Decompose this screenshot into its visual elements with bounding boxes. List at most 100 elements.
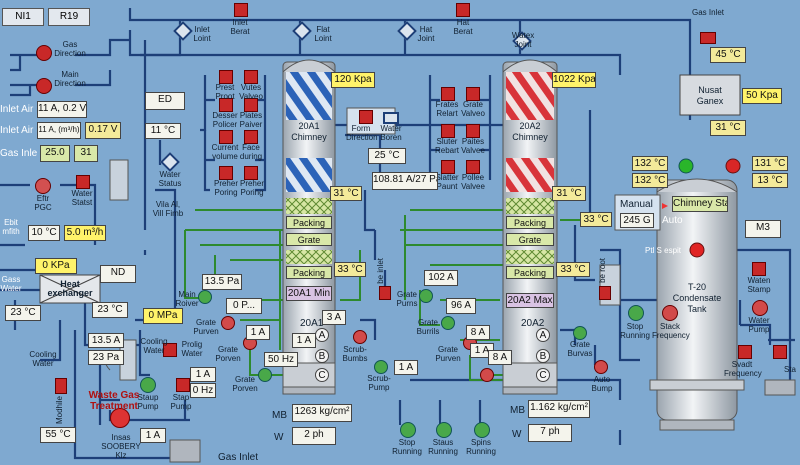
auto-bump-label: Auto Bump [591, 375, 613, 393]
sluter-rebart-valve-icon[interactable] [441, 124, 455, 138]
stop-running-2-pump-icon[interactable] [628, 305, 644, 321]
vutes-valveo-valve-icon[interactable] [244, 70, 258, 84]
ebit-flow: 5.0 m³/h [64, 225, 106, 241]
grate-burvas-label: Grate Burvas [567, 340, 593, 358]
piates-paiver-valve-icon[interactable] [244, 98, 258, 112]
grate-purns-pump-icon[interactable] [419, 289, 433, 303]
chimney-stack[interactable]: Chimney Stack [672, 196, 728, 212]
col2-packing-1: Packing [506, 216, 554, 229]
waten-stamp-valve-icon[interactable] [752, 262, 766, 276]
col1-top-pressure: 120 Kpa [331, 72, 375, 88]
staus-running-pump-icon[interactable] [436, 422, 452, 438]
modhile-valve-icon[interactable] [55, 378, 67, 394]
grate-valveo-valve-icon[interactable] [466, 87, 480, 101]
grate-purns-label: Grate Purns [396, 290, 418, 308]
right-temp-33: 33 °C [580, 212, 612, 227]
svadt-frequency-valve-icon[interactable] [738, 345, 752, 359]
auto-bump-pump-icon[interactable] [594, 360, 608, 374]
spins-running-pump-icon[interactable] [474, 422, 490, 438]
col2-stage-b: B [536, 349, 550, 363]
tank-label: T-20 Condensate Tank [672, 282, 722, 314]
water-statst-valve-icon[interactable] [76, 175, 90, 189]
current-1a: 1 A [190, 367, 216, 382]
grate-purven-pump-icon[interactable] [221, 316, 235, 330]
gas-inlet-bottom-label: Gas Inlet [218, 452, 259, 463]
status-lamp-red-icon [725, 158, 741, 174]
preher-poring-valve-icon[interactable] [219, 166, 233, 180]
col1-1a-b: 1 A [292, 333, 316, 348]
current-volume-label: Current volume [211, 143, 239, 161]
pollee-valvee-valve-icon[interactable] [466, 160, 480, 174]
inlet-air-2-value: 11 A, (m³/h) [37, 122, 81, 139]
waste-gas-treatment-icon[interactable] [110, 408, 130, 428]
current-13-5a: 13.5 A [88, 333, 124, 348]
stack-frequency-pump-icon[interactable] [662, 305, 678, 321]
right-temp-132a: 132 °C [632, 156, 668, 171]
main-roiver-pump-icon[interactable] [198, 290, 212, 304]
ed-tag: ED [145, 92, 185, 110]
manual-value: 245 G [620, 213, 654, 228]
staup-pump-icon[interactable] [140, 377, 156, 393]
he-temp-left: 23 °C [5, 305, 41, 321]
water-pump-icon[interactable] [752, 300, 768, 316]
gas-inle-label: Gas Inle [0, 148, 38, 159]
face-during-valve-icon[interactable] [244, 130, 258, 144]
col2-body-label: 20A2 [521, 318, 545, 329]
col2-mb-value: 1.162 kg/cm² [528, 400, 590, 418]
water-pump-label: Water Pump [748, 316, 770, 334]
scrub-pump-icon[interactable] [374, 360, 388, 374]
vila-al-label: Vila Al, Vill Fimb [152, 200, 184, 218]
prest-proot-valve-icon[interactable] [219, 70, 233, 84]
paites-valvee-valve-icon[interactable] [466, 124, 480, 138]
be-inlet-valve-icon[interactable] [379, 286, 391, 300]
stap-pump-valve-icon[interactable] [176, 378, 190, 392]
col1-13-5pa: 13.5 Pa [202, 274, 242, 290]
frates-relart-valve-icon[interactable] [441, 87, 455, 101]
main-roiver-label: Main Roiver [175, 290, 199, 308]
zero-mpa: 0 MPa [143, 308, 183, 324]
status-lamp-green-icon [678, 158, 694, 174]
gas-direction-valve-icon[interactable] [36, 45, 52, 61]
heat-exchanger-shape [39, 274, 101, 304]
stop-running-pump-icon[interactable] [400, 422, 416, 438]
slatter-paunt-label: Slatter Paunt [435, 173, 459, 191]
prolig-water-valve-icon[interactable] [163, 343, 177, 357]
paites-valvee-label: Paites Valvee [461, 137, 485, 155]
desser-policer-valve-icon[interactable] [219, 98, 233, 112]
preher-poring-2-valve-icon[interactable] [244, 166, 258, 180]
slatter-paunt-valve-icon[interactable] [441, 160, 455, 174]
grate-porven-2-pump-icon[interactable] [258, 368, 272, 382]
waten-stamp-label: Waten Stamp [747, 276, 771, 294]
col2-mb-label: MB [510, 405, 525, 416]
grate-purven-label: Grate Purven [193, 318, 219, 336]
stop-short-valve-icon[interactable] [773, 345, 787, 359]
col1-body-label: 20A1 [300, 318, 324, 329]
pressure-23pa: 23 Pa [88, 350, 124, 365]
main-direction-valve-icon[interactable] [36, 78, 52, 94]
grate-burvas-pump-icon[interactable] [573, 326, 587, 340]
c-stage-pump-icon[interactable] [480, 368, 494, 382]
waste-gas-label: Waste Gas Treatment [88, 390, 140, 412]
ebit-temp: 10 °C [28, 225, 60, 241]
tag-ni1: NI1 [2, 8, 44, 26]
he-temp-right: 23 °C [92, 302, 128, 318]
scrub-bumbs-pump-icon[interactable] [353, 330, 367, 344]
scrub-bumbs-label: Scrub- Bumbs [342, 345, 368, 363]
inlet-berat-label: Inlet Berat [230, 18, 250, 36]
be-root-valve-icon[interactable] [599, 286, 611, 300]
col1-min-label: 20A1 Min [286, 286, 332, 301]
col2-temp-31: 31 °C [552, 186, 586, 201]
inlet-berat-valve-icon[interactable] [234, 3, 248, 17]
grate-burrils-pump-icon[interactable] [441, 316, 455, 330]
be-root-label: be root [598, 258, 607, 283]
current-volume-valve-icon[interactable] [219, 130, 233, 144]
form-direction-valve-icon[interactable] [359, 110, 373, 124]
stack-frequency-label: Stack Frequency [652, 322, 690, 340]
hat-berat-valve-icon[interactable] [456, 3, 470, 17]
water-boren-valve-icon[interactable] [383, 112, 399, 124]
insas-label: Insas SOOBERY Klz [101, 433, 141, 460]
nusat-ganex-label: Nusat Ganex [696, 85, 724, 106]
ettr-pgc-pump-icon[interactable] [35, 178, 51, 194]
gas-inlet-valve-icon[interactable] [700, 32, 716, 44]
